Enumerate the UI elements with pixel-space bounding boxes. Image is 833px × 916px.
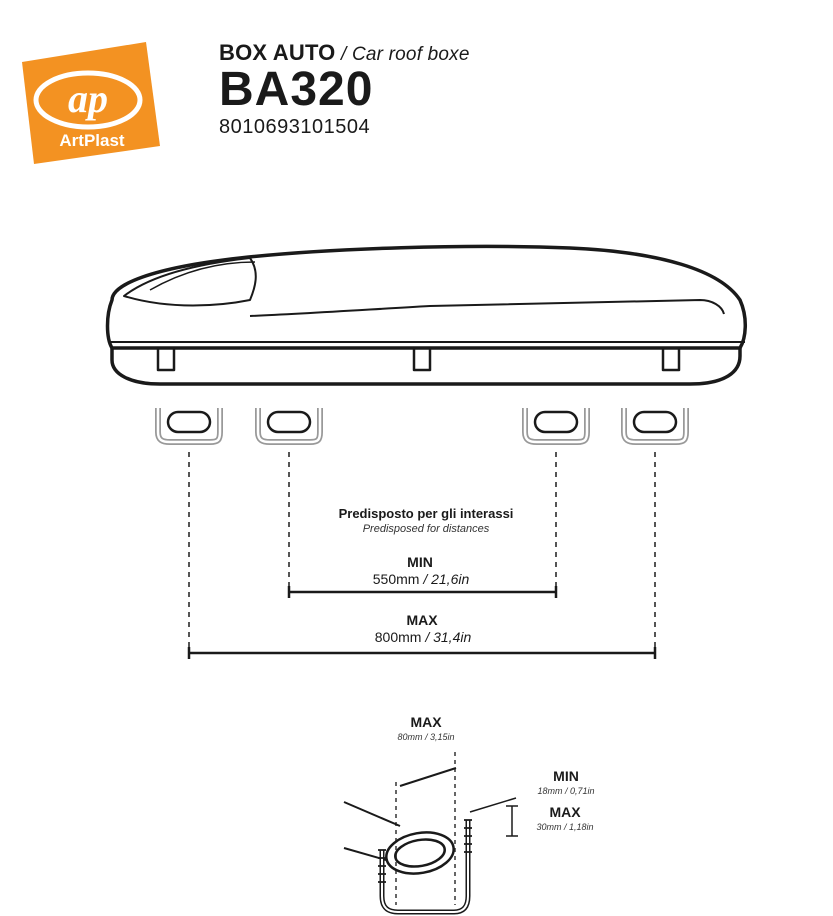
dimension-guides — [188, 452, 656, 648]
max-distance-label: MAX — [406, 612, 438, 628]
clamp-height-max-label: MAX — [549, 804, 581, 820]
artplast-logo: ap ArtPlast — [22, 42, 160, 164]
ean-code: 8010693101504 — [219, 116, 371, 138]
u-bolt-clamp-4 — [621, 408, 689, 445]
svg-text:ArtPlast: ArtPlast — [59, 131, 125, 150]
roof-box-illustration — [105, 244, 747, 386]
product-type-en: Car roof boxe — [351, 44, 470, 65]
product-type-separator: / — [335, 44, 352, 65]
u-bolt-clamp-3 — [522, 408, 590, 445]
u-bolt-clamp-1 — [155, 408, 223, 445]
distances-caption-en: Predisposed for distances — [362, 523, 490, 535]
clamp-width-max-value: 80mm / 3,15in — [397, 732, 455, 742]
min-distance-label: MIN — [407, 554, 433, 570]
min-distance-value: 550mm / 21,6in — [372, 571, 470, 587]
dimension-lines — [187, 586, 657, 659]
product-type-it: BOX AUTO — [219, 40, 336, 65]
svg-text:ap: ap — [68, 76, 108, 121]
clamp-height-max-value: 30mm / 1,18in — [536, 822, 594, 832]
clamp-height-min-value: 18mm / 0,71in — [537, 786, 595, 796]
u-bolt-clamp-2 — [255, 408, 323, 445]
max-distance-value: 800mm / 31,4in — [374, 629, 472, 645]
product-header: BOX AUTO / Car roof boxe BA320 801069310… — [219, 40, 470, 139]
distances-caption-it: Predisposto per gli interassi — [338, 506, 514, 521]
model-number: BA320 — [219, 63, 374, 116]
clamp-height-min-label: MIN — [553, 768, 579, 784]
product-type: BOX AUTO / Car roof boxe — [219, 40, 470, 66]
clamp-detail-illustration — [343, 752, 518, 915]
clamp-width-max-label: MAX — [410, 714, 442, 730]
